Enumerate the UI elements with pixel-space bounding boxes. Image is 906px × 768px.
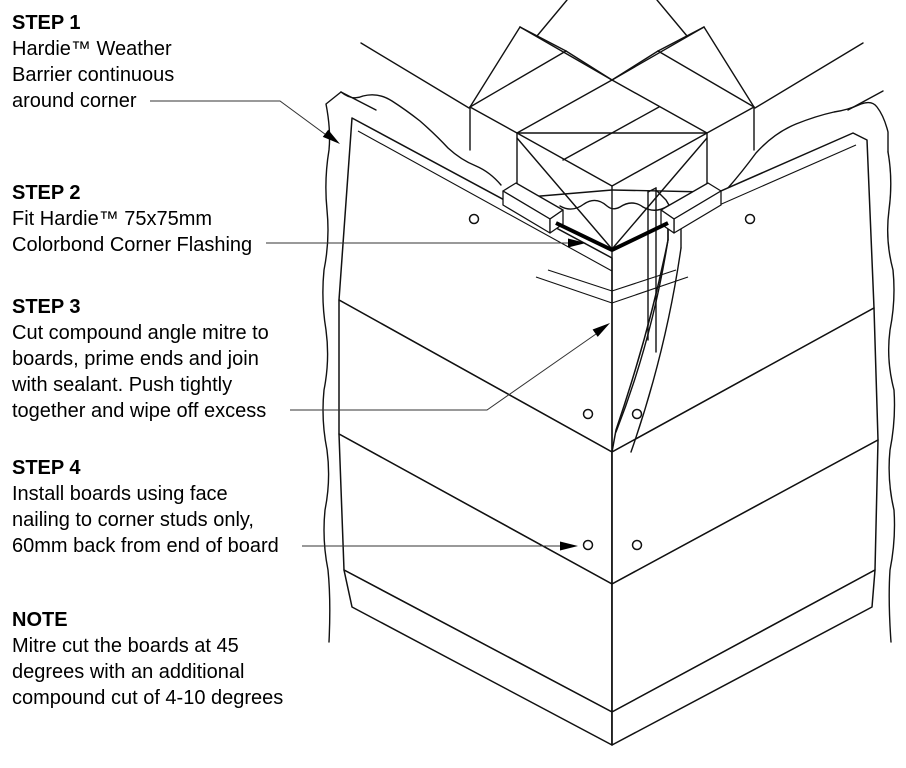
step1-title: STEP 1 [12, 12, 81, 34]
corner-stud-block [516, 79, 708, 250]
step4-line: nailing to corner studs only, [12, 509, 254, 531]
nail-circle [582, 539, 594, 551]
weatherboards-left [338, 117, 613, 746]
step3-title: STEP 3 [12, 296, 81, 318]
leader-step4 [302, 541, 578, 551]
leader-step3 [290, 323, 610, 411]
step2-line: Fit Hardie™ 75x75mm [12, 208, 213, 230]
sprung-board-arcs [615, 239, 682, 453]
nail-circle [744, 213, 756, 225]
nail-circle [468, 213, 480, 225]
step3-line: boards, prime ends and join [12, 348, 259, 370]
step3-line: Cut compound angle mitre to [12, 322, 269, 344]
nail-circles [468, 213, 756, 551]
step3-line: with sealant. Push tightly [12, 374, 233, 396]
leader-step2 [266, 238, 586, 248]
arrowhead-step3 [592, 323, 610, 337]
step3-line: together and wipe off excess [12, 400, 267, 422]
note-block: NOTE Mitre cut the boards at 45 degrees … [12, 607, 283, 711]
note-line: Mitre cut the boards at 45 [12, 635, 239, 657]
note-title: NOTE [12, 609, 68, 631]
step4-line: 60mm back from end of board [12, 535, 279, 557]
step4-block: STEP 4 Install boards using face nailing… [12, 455, 279, 559]
arrowhead-step4 [560, 541, 578, 551]
step2-title: STEP 2 [12, 182, 81, 204]
step4-title: STEP 4 [12, 457, 81, 479]
nail-circle [631, 539, 643, 551]
packer-block-left [502, 182, 564, 234]
step1-line: around corner [12, 90, 137, 112]
step4-line: Install boards using face [12, 483, 228, 505]
weatherboards-right [611, 132, 879, 746]
step1-line: Hardie™ Weather [12, 38, 172, 60]
step2-block: STEP 2 Fit Hardie™ 75x75mm Colorbond Cor… [12, 180, 252, 258]
framing-truss [360, 0, 864, 151]
corner-flashing-bold-line [555, 221, 669, 252]
leader-step1 [150, 100, 340, 144]
arrowhead-step1 [322, 129, 340, 144]
note-line: compound cut of 4-10 degrees [12, 687, 284, 709]
note-line: degrees with an additional [12, 661, 245, 683]
step3-block: STEP 3 Cut compound angle mitre to board… [12, 294, 269, 424]
step1-block: STEP 1 Hardie™ Weather Barrier continuou… [12, 10, 174, 114]
step2-line: Colorbond Corner Flashing [12, 234, 253, 256]
step1-line: Barrier continuous [12, 64, 175, 86]
nail-circle [631, 408, 643, 420]
packer-block-right [660, 182, 722, 234]
arrowhead-step2 [568, 238, 586, 248]
nail-circle [582, 408, 594, 420]
